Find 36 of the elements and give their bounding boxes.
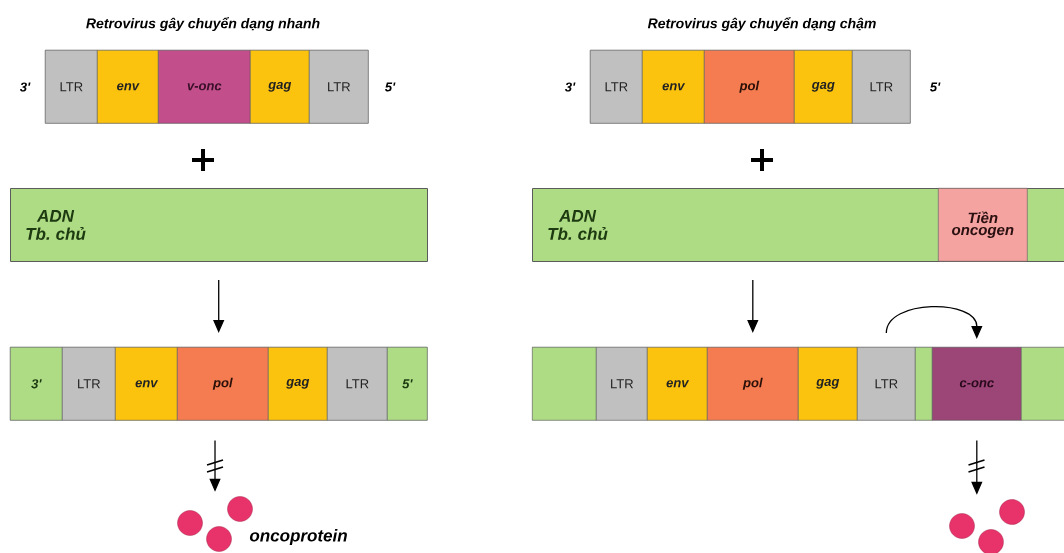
protein-circles: [949, 499, 1025, 553]
gene-segment: gag: [794, 50, 853, 124]
proto-oncogene-segment: Tiền oncogen: [938, 188, 1028, 262]
gene-segment: LTR: [62, 347, 116, 421]
gene-segment: gag: [798, 347, 858, 421]
gene-segment: LTR: [309, 50, 369, 124]
host-dna-strand: ADN Tb. chủ: [10, 188, 428, 262]
gene-segment: LTR: [590, 50, 643, 124]
caption-text: oncoprotein: [249, 529, 347, 545]
dna-segment: 5': [387, 347, 428, 421]
gene-segment: pol: [177, 347, 269, 421]
gene-segment: LTR: [45, 50, 98, 124]
heading: Retrovirus gây chuyển dạng nhanh: [86, 16, 320, 32]
gene-segment: env: [642, 50, 705, 124]
gene-segment: gag: [268, 347, 328, 421]
dna-segment: [915, 347, 933, 421]
dna-segment: [1021, 347, 1064, 421]
gene-segment: gag: [250, 50, 310, 124]
strand-end-label: 5': [929, 82, 941, 92]
gene-segment: pol: [704, 50, 795, 124]
strand-end-label: 3': [564, 82, 576, 92]
heading: Retrovirus gây chuyển dạng chậm: [647, 16, 876, 32]
gene-segment: LTR: [852, 50, 911, 124]
gene-segment: env: [97, 50, 159, 124]
gene-segment: LTR: [327, 347, 388, 421]
gene-segment: env: [115, 347, 178, 421]
gene-segment: LTR: [596, 347, 648, 421]
dna-segment: [532, 347, 597, 421]
gene-segment: env: [647, 347, 708, 421]
gene-segment: v-onc: [158, 50, 251, 124]
strand-end-label: 5': [385, 82, 396, 92]
dna-segment: 3': [10, 347, 63, 421]
gene-segment: LTR: [857, 347, 916, 421]
gene-segment: c-onc: [932, 347, 1022, 421]
strand-end-label: 3': [19, 82, 31, 92]
gene-segment: pol: [707, 347, 799, 421]
